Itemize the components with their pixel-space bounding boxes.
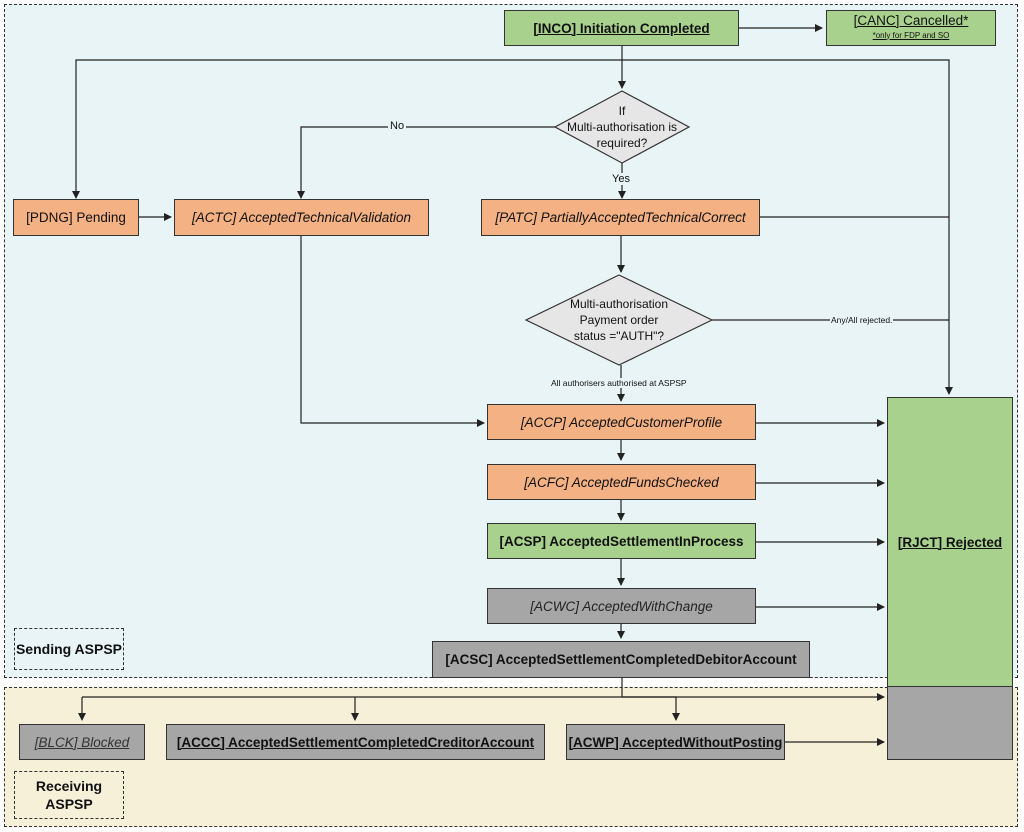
decision-auth-status-line3: status ="AUTH"? <box>573 329 665 343</box>
decision-auth-status-line1: Multi-authorisation <box>569 297 669 311</box>
decision-auth-status: Multi-authorisation Payment order status… <box>526 296 712 344</box>
decision-multi-auth-line3: required? <box>596 136 648 150</box>
decision-multi-auth-line1: If <box>618 104 626 118</box>
node-blck-label: [BLCK] Blocked <box>34 734 130 750</box>
node-canc[interactable]: [CANC] Cancelled* *only for FDP and SO <box>826 10 996 46</box>
node-actc-label: [ACTC] AcceptedTechnicalValidation <box>191 210 412 225</box>
node-acfc[interactable]: [ACFC] AcceptedFundsChecked <box>487 464 756 500</box>
node-acwp[interactable]: [ACWP] AcceptedWithoutPosting <box>566 724 785 760</box>
node-acsc[interactable]: [ACSC] AcceptedSettlementCompletedDebito… <box>432 641 810 678</box>
node-rjct-label: [RJCT] Rejected <box>897 534 1003 550</box>
node-inco[interactable]: [INCO] Initiation Completed <box>504 10 739 46</box>
sending-aspsp-label: Sending ASPSP <box>14 628 124 670</box>
node-inco-label: [INCO] Initiation Completed <box>533 20 710 36</box>
node-accc[interactable]: [ACCC] AcceptedSettlementCompletedCredit… <box>166 724 545 760</box>
node-pdng[interactable]: [PDNG] Pending <box>13 199 139 236</box>
node-acwc[interactable]: [ACWC] AcceptedWithChange <box>487 588 756 624</box>
node-pdng-label: [PDNG] Pending <box>26 210 126 225</box>
edge-label-rejected: Any/All rejected. <box>830 315 894 325</box>
node-blck[interactable]: [BLCK] Blocked <box>19 724 145 760</box>
node-patc-label: [PATC] PartiallyAcceptedTechnicalCorrect <box>495 210 746 225</box>
decision-multi-auth: If Multi-authorisation is required? <box>555 103 689 151</box>
decision-multi-auth-line2: Multi-authorisation is <box>566 120 678 134</box>
node-rjct-receiving-extension <box>887 687 1013 760</box>
node-acsp[interactable]: [ACSP] AcceptedSettlementInProcess <box>487 523 756 559</box>
receiving-aspsp-label-text: Receiving ASPSP <box>35 778 103 812</box>
node-rjct[interactable]: [RJCT] Rejected <box>887 397 1013 687</box>
node-accc-label: [ACCC] AcceptedSettlementCompletedCredit… <box>176 734 535 750</box>
edge-label-authorised: All authorisers authorised at ASPSP <box>550 378 688 388</box>
node-canc-label: [CANC] Cancelled* <box>853 12 969 28</box>
edge-label-no: No <box>388 120 407 132</box>
node-accp[interactable]: [ACCP] AcceptedCustomerProfile <box>487 404 756 440</box>
decision-auth-status-line2: Payment order <box>579 313 659 327</box>
node-acwp-label: [ACWP] AcceptedWithoutPosting <box>568 734 783 750</box>
edge-label-yes: Yes <box>610 173 632 185</box>
decision-auth-status-shape <box>524 274 714 366</box>
node-acfc-label: [ACFC] AcceptedFundsChecked <box>524 474 719 490</box>
node-acsp-label: [ACSP] AcceptedSettlementInProcess <box>499 533 744 549</box>
node-acsc-label: [ACSC] AcceptedSettlementCompletedDebito… <box>445 652 797 667</box>
node-actc[interactable]: [ACTC] AcceptedTechnicalValidation <box>174 199 429 236</box>
node-patc[interactable]: [PATC] PartiallyAcceptedTechnicalCorrect <box>481 199 760 236</box>
node-acwc-label: [ACWC] AcceptedWithChange <box>530 598 713 614</box>
node-accp-label: [ACCP] AcceptedCustomerProfile <box>520 414 723 430</box>
receiving-aspsp-label: Receiving ASPSP <box>14 771 124 819</box>
sending-aspsp-zone <box>4 4 1018 678</box>
node-canc-note: *only for FDP and SO <box>872 30 950 40</box>
